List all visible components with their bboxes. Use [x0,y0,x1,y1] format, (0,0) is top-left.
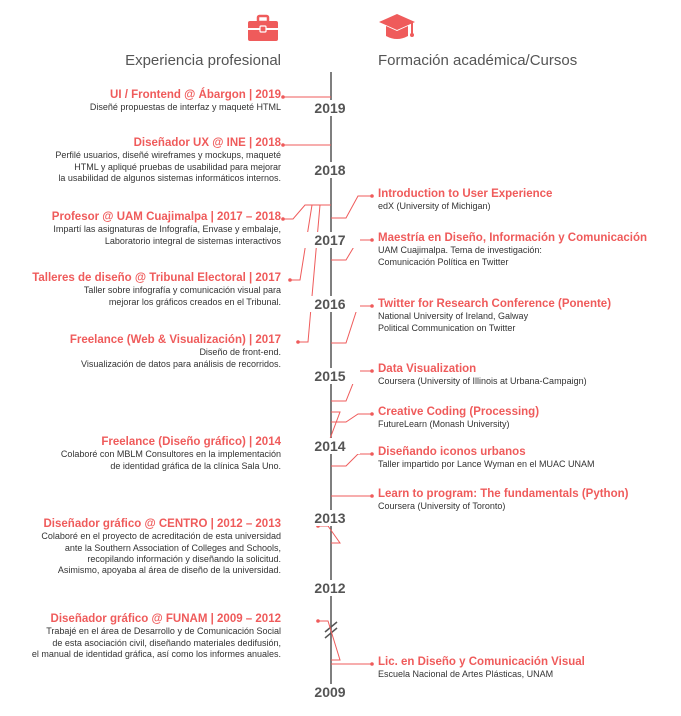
year-label: 2015 [300,368,360,384]
education-desc: Coursera (University of Toronto) [378,501,506,512]
education-title: Maestría en Diseño, Información y Comuni… [378,232,648,244]
year-label: 2009 [300,684,360,700]
experience-desc: Taller sobre infografía y comunicación v… [83,285,281,307]
education-connector [331,305,372,344]
year-label: 2014 [300,438,360,454]
education-connector-dot [370,412,374,416]
education-connector [331,370,372,402]
education-connector [331,413,372,423]
experience-entry: Talleres de diseño @ Tribunal Electoral … [0,271,281,308]
education-title: Data Visualization [378,363,477,375]
briefcase-icon [247,14,279,42]
education-connector-dot [370,238,374,242]
education-desc: Coursera (University of Illinois at Urba… [378,376,587,387]
experience-connector [318,525,341,544]
experience-desc: Colaboré con MBLM Consultores en la impl… [60,449,281,471]
education-entry: Twitter for Research Conference (Ponente… [378,297,678,334]
education-entry: Learn to program: The fundamentals (Pyth… [378,487,678,513]
education-connector-dot [370,494,374,498]
axis-break-mark [324,621,338,639]
education-connector-dot [370,304,374,308]
education-desc: edX (University of Michigan) [378,201,491,212]
education-entry: Creative Coding (Processing) FutureLearn… [378,405,678,431]
education-desc: UAM Cuajimalpa. Tema de investigación: C… [378,245,542,267]
education-title: Diseñando iconos urbanos [378,446,526,458]
experience-title: UI / Frontend @ Ábargon | 2019 [110,89,281,101]
education-entry: Lic. en Diseño y Comunicación Visual Esc… [378,655,678,681]
experience-desc: Diseño de front-end. Visualización de da… [81,347,281,369]
experience-connector [283,204,331,220]
experience-title: Talleres de diseño @ Tribunal Electoral … [32,272,281,284]
education-connector-dot [370,662,374,666]
year-label: 2012 [300,580,360,596]
education-title: Lic. en Diseño y Comunicación Visual [378,656,585,668]
education-connector-dot [370,194,374,198]
year-label: 2017 [300,232,360,248]
year-label: 2013 [300,510,360,526]
year-label: 2016 [300,296,360,312]
experience-entry: Freelance (Diseño gráfico) | 2014 Colabo… [0,435,281,472]
experience-entry: Diseñador UX @ INE | 2018 Perfilé usuari… [0,136,281,184]
experience-title: Freelance (Diseño gráfico) | 2014 [101,436,281,448]
education-entry: Introduction to User Experience edX (Uni… [378,187,678,213]
experience-entry: UI / Frontend @ Ábargon | 2019 Diseñé pr… [0,88,281,114]
experience-entry: Freelance (Web & Visualización) | 2017 D… [0,333,281,370]
education-desc: Escuela Nacional de Artes Plásticas, UNA… [378,669,554,680]
experience-desc: Trabajé en el área de Desarrollo y de Co… [31,626,281,659]
education-title: Introduction to User Experience [378,188,553,200]
experience-entry: Profesor @ UAM Cuajimalpa | 2017 – 2018 … [0,210,281,247]
experience-title: Diseñador gráfico @ FUNAM | 2009 – 2012 [50,613,281,625]
education-desc: FutureLearn (Monash University) [378,419,510,430]
experience-desc: Perfilé usuarios, diseñé wireframes y mo… [55,150,281,183]
experience-connector-dot [281,143,285,147]
education-desc: Taller impartido por Lance Wyman en el M… [378,459,595,470]
graduation-cap-icon [378,12,416,44]
education-title: Creative Coding (Processing) [378,406,540,418]
education-connector-dot [370,369,374,373]
education-column-title: Formación académica/Cursos [378,52,578,69]
experience-title: Freelance (Web & Visualización) | 2017 [69,334,281,346]
experience-title: Diseñador UX @ INE | 2018 [133,137,281,149]
education-desc: National University of Ireland, Galway P… [378,311,529,333]
education-connector [331,195,372,219]
education-title: Learn to program: The fundamentals (Pyth… [378,488,629,500]
education-entry: Diseñando iconos urbanos Taller impartid… [378,445,678,471]
experience-connector [298,204,331,343]
experience-entry: Diseñador gráfico @ CENTRO | 2012 – 2013… [0,517,281,576]
education-entry: Data Visualization Coursera (University … [378,362,678,388]
education-entry: Maestría en Diseño, Información y Comuni… [378,231,678,268]
experience-desc: Colaboré en el proyecto de acreditación … [41,531,281,576]
experience-entry: Diseñador gráfico @ FUNAM | 2009 – 2012 … [0,612,281,660]
connector-group [281,95,374,666]
experience-title: Profesor @ UAM Cuajimalpa | 2017 – 2018 [51,211,281,223]
education-connector [331,239,372,261]
experience-connector-dot [281,217,285,221]
education-connector-dot [370,452,374,456]
experience-connector-dot [296,340,300,344]
experience-connector-dot [288,278,292,282]
experience-connector-dot [281,95,285,99]
experience-desc: Diseñé propuestas de interfaz y maqueté … [89,102,281,113]
education-connector [331,453,372,467]
year-label: 2019 [300,100,360,116]
experience-desc: Impartí las asignaturas de Infografía, E… [53,224,281,246]
experience-connector-dot [316,619,320,623]
experience-column-title: Experiencia profesional [125,52,281,69]
experience-connector [318,620,341,661]
experience-title: Diseñador gráfico @ CENTRO | 2012 – 2013 [43,518,282,530]
education-title: Twitter for Research Conference (Ponente… [378,298,612,310]
year-label: 2018 [300,162,360,178]
